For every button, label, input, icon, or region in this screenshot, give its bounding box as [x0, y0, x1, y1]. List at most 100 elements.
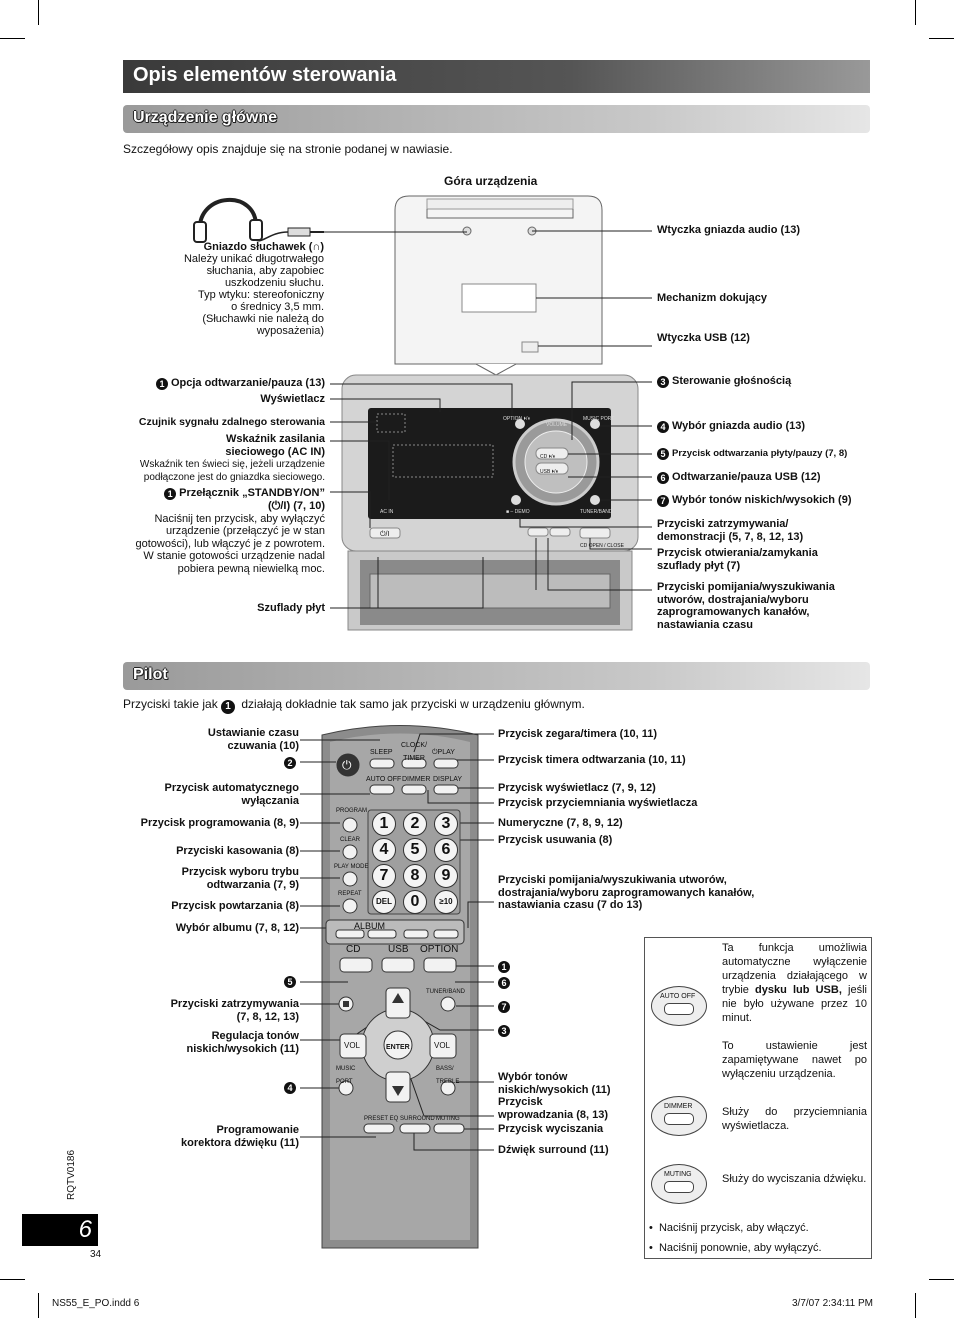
hp-line: Należy unikać długotrwałego — [183, 253, 324, 265]
usb-play-text: Odtwarzanie/pauza USB (12) — [672, 471, 821, 483]
crop-mark — [915, 0, 916, 25]
crop-mark — [929, 1279, 954, 1280]
num-badge: 5 — [284, 976, 296, 988]
digit-key-9[interactable]: DEL — [372, 890, 396, 914]
device-usb-label: USB ⏵/⏸ — [540, 469, 559, 475]
bullet-2: • Naciśnij ponownie, aby wyłączyć. — [649, 1242, 822, 1254]
crop-mark — [0, 38, 25, 39]
dimmer-key[interactable]: DIMMER — [402, 776, 431, 783]
option-text: Opcja odtwarzanie/pauza (13) — [170, 377, 325, 389]
playmode-key[interactable]: PLAY MODE — [334, 864, 369, 870]
bass-treble-key[interactable]: BASS/ TREBLE — [436, 1066, 460, 1085]
vol-text: niskich/wysokich (11) — [186, 1042, 300, 1055]
program-label: Przycisk programowania (8, 9) — [140, 817, 299, 829]
autooff-desc-2: To ustawienie jest zapamiętywane nawet p… — [722, 1040, 867, 1080]
surround-key[interactable]: SURROUND — [400, 1116, 435, 1122]
standby-title: (⏻/I) (7, 10) — [268, 500, 325, 512]
crop-mark — [38, 1293, 39, 1318]
clock-label: Przycisk zegara/timera (10, 11) — [498, 728, 657, 740]
digit-key-4[interactable]: 5 — [403, 838, 427, 862]
num-badge: 5 — [657, 448, 669, 460]
digit-key-0[interactable]: 1 — [372, 812, 396, 836]
digit-key-6[interactable]: 7 — [372, 864, 396, 888]
intro-a: Przyciski takie jak — [123, 697, 218, 711]
crop-mark — [0, 1279, 25, 1280]
headphones-icon — [193, 198, 324, 243]
autooff-key[interactable]: AUTO OFF — [366, 776, 402, 783]
device-open-label: CD OPEN / CLOSE — [580, 543, 624, 549]
clock-key[interactable]: CLOCK/ TIMER — [400, 742, 428, 762]
album-key[interactable]: ALBUM — [354, 921, 386, 931]
page-title: Opis elementów sterowania — [133, 64, 397, 86]
sleep-key[interactable]: SLEEP — [370, 749, 393, 756]
standby-text: Naciśnij ten przycisk, aby wyłączyć — [154, 512, 325, 525]
display-label: Wyświetlacz — [260, 393, 325, 405]
device-volume-label: VOLUME — [546, 422, 568, 428]
bullet-text: Naciśnij ponownie, aby wyłączyć. — [658, 1242, 822, 1254]
acin-label: Wskaźnik zasilania sieciowego (AC IN) Ws… — [100, 433, 325, 484]
muting-btn-text: MUTING — [664, 1171, 692, 1178]
digit-key-11[interactable]: ≥10 — [434, 890, 458, 914]
dock-label: Mechanizm dokujący — [657, 292, 768, 304]
crop-mark — [929, 38, 954, 39]
page-number: 6 — [78, 1216, 92, 1243]
acin-title: sieciowego (AC IN) — [225, 445, 325, 458]
preset-eq-key[interactable]: PRESET EQ — [364, 1116, 399, 1122]
tuner-text: Wybór tonów niskich/wysokich (9) — [672, 494, 852, 506]
power-icon[interactable]: ⏻ — [342, 758, 352, 772]
autooff-btn-text: AUTO OFF — [660, 993, 696, 1000]
num-badge: 7 — [498, 1001, 510, 1013]
device-tuner-label: TUNER/BAND — [580, 509, 613, 515]
digit-key-2[interactable]: 3 — [434, 812, 458, 836]
power-label: 2 — [100, 756, 299, 769]
musicport-text: Wybór gniazda audio (13) — [672, 420, 806, 432]
display-key[interactable]: DISPLAY — [433, 776, 463, 783]
repeat-key[interactable]: REPEAT — [338, 891, 362, 897]
cd-label: 5 — [100, 975, 299, 988]
autooff-text: Przycisk automatycznego — [164, 782, 300, 794]
top-view — [394, 195, 603, 376]
tuner-key[interactable]: TUNER/BAND — [426, 989, 466, 995]
enter-key[interactable]: ENTER — [386, 1044, 410, 1051]
digit-key-8[interactable]: 9 — [434, 864, 458, 888]
digit-key-1[interactable]: 2 — [403, 812, 427, 836]
digit-key-10[interactable]: 0 — [403, 890, 427, 914]
autooff-text: wyłączania — [241, 794, 299, 807]
hp-line: o średnicy 3,5 mm. — [231, 301, 324, 313]
autooff-desc: Ta funkcja umożliwia automatyczne wyłącz… — [722, 941, 867, 1025]
enter-text: wprowadzania (8, 13) — [498, 1108, 609, 1121]
program-key[interactable]: PROGRAM — [336, 808, 368, 814]
top-view-label: Góra urządzenia — [444, 174, 538, 188]
clear-label: Przyciski kasowania (8) — [176, 845, 299, 857]
vol-minus-key[interactable]: VOL — [344, 1041, 361, 1050]
clear-key[interactable]: CLEAR — [340, 837, 361, 843]
skip-text: dostrajania/wyboru zaprogramowanych kana… — [498, 886, 755, 899]
remote-num-6: 6 — [498, 976, 513, 989]
muting-label: Przycisk wyciszania — [498, 1123, 604, 1135]
musicport-key[interactable]: MUSIC PORT — [336, 1066, 356, 1085]
muting-key[interactable]: MUTING — [436, 1116, 460, 1122]
hp-line: słuchania, aby zapobiec — [206, 265, 324, 277]
play-timer-label: Przycisk timera odtwarzania (10, 11) — [498, 754, 686, 766]
play-timer-key[interactable]: ⏻PLAY — [432, 749, 455, 756]
front-device — [341, 374, 639, 631]
digit-key-7[interactable]: 8 — [403, 864, 427, 888]
digit-key-3[interactable]: 4 — [372, 838, 396, 862]
bullet-text: Naciśnij przycisk, aby włączyć. — [658, 1222, 809, 1234]
skip-text: Przyciski pomijania/wyszukiwania utworów… — [498, 874, 727, 886]
skip-text: nastawiania czasu — [657, 618, 753, 631]
digit-key-5[interactable]: 6 — [434, 838, 458, 862]
dimmer-button-icon: DIMMER — [651, 1096, 707, 1136]
acin-title: Wskaźnik zasilania — [225, 433, 325, 445]
standby-title: Przełącznik „STANDBY/ON” — [179, 487, 325, 499]
vol-plus-key[interactable]: VOL — [434, 1041, 451, 1050]
vol-text: Regulacja tonów — [211, 1030, 299, 1042]
num-badge: 6 — [657, 472, 669, 484]
playmode-text: Przycisk wyboru trybu — [181, 866, 299, 878]
